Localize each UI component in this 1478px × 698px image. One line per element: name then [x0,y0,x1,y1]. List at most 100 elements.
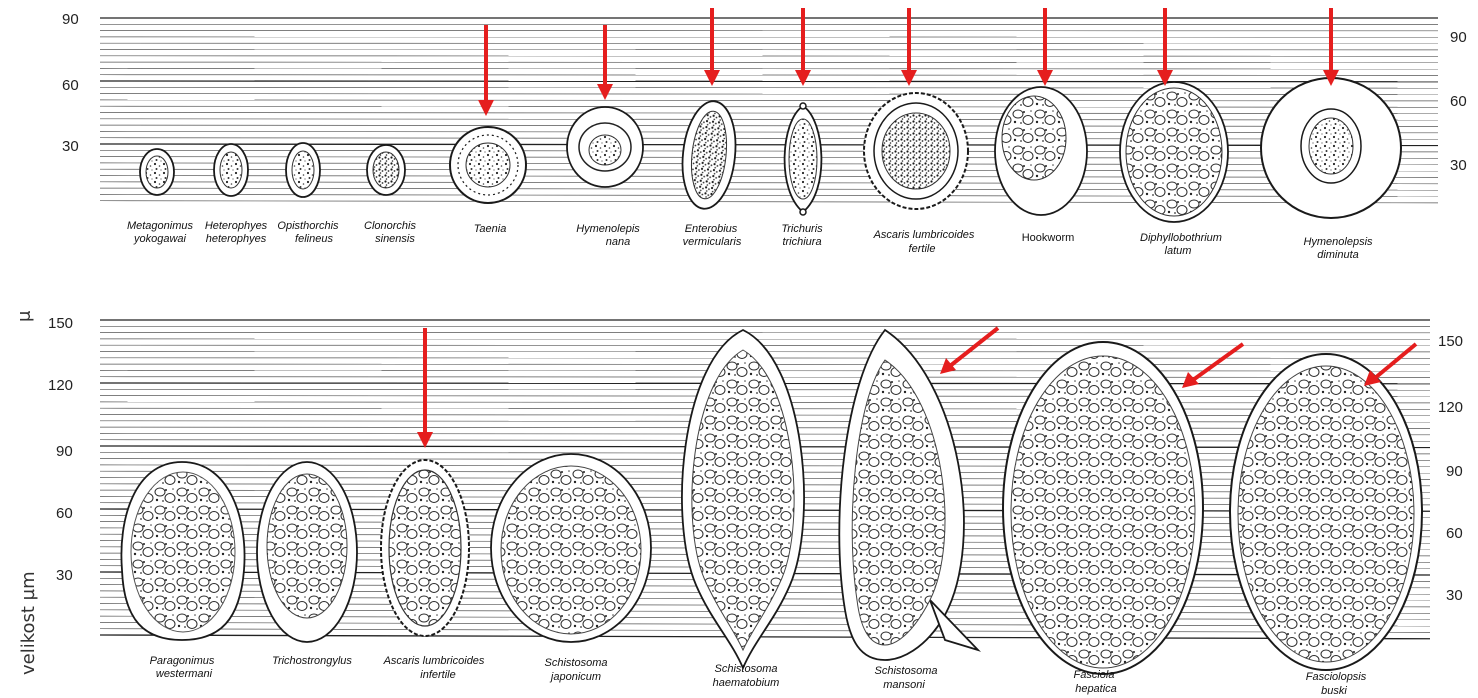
egg-diphyllobothrium [1120,82,1228,222]
scale-line [100,131,1438,132]
label-fasciola-2: hepatica [1075,683,1117,695]
size-axis-label: velikost µm [18,571,39,675]
label-diphyllobothrium-1: Diphyllobothrium [1140,232,1222,244]
egg-ascaris-fertile [864,93,968,209]
egg-clonorchis [367,145,405,195]
label-heterophyes-2: heterophyes [206,233,267,245]
egg-fasciolopsis-buski [1230,354,1422,670]
label-taenia-1: Taenia [474,223,507,235]
label-schistosoma-mansoni-2: mansoni [883,679,925,691]
egg-trichuris [785,103,822,215]
label-heterophyes-1: Heterophyes [205,220,268,232]
scale-line [100,113,1438,114]
scale-line [100,81,1438,82]
label-clonorchis-1: Clonorchis [364,220,416,232]
top-tick-left-30: 30 [62,138,79,155]
label-enterobius-2: vermicularis [683,236,742,248]
label-hymenolepis-diminuta-2: diminuta [1317,249,1359,261]
scale-line [100,100,1438,101]
bottom-tick-right-60: 60 [1446,525,1463,542]
arrow-hookworm-icon [1037,8,1053,86]
top-tick-right-60: 60 [1450,93,1467,110]
egg-trichostrongylus [257,462,357,642]
label-fasciolopsis-2: buski [1321,685,1347,697]
egg-opisthorchis [286,143,320,197]
label-opisthorchis-1: Opisthorchis [277,220,339,232]
arrow-ascaris-fertile-icon [901,8,917,86]
arrow-enterobius-icon [704,8,720,86]
label-ascaris-fertile-2: fertile [909,243,936,255]
scale-line [100,87,1438,88]
scale-line [100,125,1438,126]
egg-taenia [450,127,526,203]
label-metagonimus-2: yokogawai [133,233,187,245]
label-hymenolepis-nana-1: Hymenolepis [576,223,640,235]
arrow-diphyllobothrium-icon [1157,8,1173,86]
label-trichostrongylus-1: Trichostrongylus [272,655,352,667]
scale-line [100,106,1438,107]
bottom-tick-right-90: 90 [1446,463,1463,480]
egg-hymenolepis-nana [567,107,643,187]
label-hookworm-1: Hookworm [1022,232,1075,244]
label-ascaris-infertile-1: Ascaris lumbricoides [383,655,485,667]
egg-fasciola-hepatica [1003,342,1203,674]
scale-line [100,75,1438,76]
scale-line [100,68,1438,69]
label-schistosoma-haematobium-1: Schistosoma [715,663,778,675]
bottom-tick-left-30: 30 [56,567,73,584]
label-hymenolepis-diminuta-1: Hymenolepsis [1303,236,1373,248]
arrow-hymenolepis-diminuta-icon [1323,8,1339,86]
egg-enterobius [677,99,740,212]
bottom-tick-left-120: 120 [48,377,73,394]
scale-line [100,119,1438,120]
mu-symbol: μ [14,310,35,322]
bottom-tick-right-120: 120 [1438,399,1463,416]
top-tick-left-90: 90 [62,11,79,28]
label-fasciolopsis-1: Fasciolopsis [1306,671,1367,683]
label-opisthorchis-2: felineus [295,233,333,245]
label-paragonimus-1: Paragonimus [150,655,215,667]
egg-metagonimus [140,149,174,195]
scale-line [100,201,1438,203]
scale-line [100,94,1438,95]
arrow-ascaris-infertile-icon [417,328,433,448]
label-enterobius-1: Enterobius [685,223,738,235]
label-paragonimus-2: westermani [156,668,213,680]
bottom-tick-left-60: 60 [56,505,73,522]
label-ascaris-infertile-2: infertile [420,669,455,681]
label-schistosoma-japonicum-1: Schistosoma [545,657,608,669]
bottom-tick-left-150: 150 [48,315,73,332]
arrow-fasciolopsis-icon [1364,344,1416,386]
egg-schistosoma-haematobium [682,330,804,668]
arrow-trichuris-icon [795,8,811,86]
label-clonorchis-2: sinensis [375,233,415,245]
arrow-fasciola-icon [1182,344,1243,388]
top-tick-right-30: 30 [1450,157,1467,174]
label-schistosoma-japonicum-2: japonicum [549,671,601,683]
label-schistosoma-mansoni-1: Schistosoma [875,665,938,677]
top-tick-right-90: 90 [1450,29,1467,46]
label-ascaris-fertile-1: Ascaris lumbricoides [873,229,975,241]
egg-hookworm [995,87,1087,215]
arrow-schistosoma-mansoni-icon [940,328,998,374]
egg-hymenolepis-diminuta [1261,78,1401,218]
label-metagonimus-1: Metagonimus [127,220,194,232]
label-diphyllobothrium-2: latum [1165,245,1192,257]
label-trichuris-1: Trichuris [781,223,823,235]
top-tick-left-60: 60 [62,77,79,94]
bottom-tick-right-30: 30 [1446,587,1463,604]
egg-paragonimus [121,462,244,640]
label-schistosoma-haematobium-2: haematobium [713,677,780,689]
scale-line [100,62,1438,63]
label-trichuris-2: trichiura [782,236,821,248]
arrow-taenia-icon [478,25,494,116]
scale-line [100,138,1438,139]
bottom-tick-right-150: 150 [1438,333,1463,350]
egg-schistosoma-mansoni [839,330,978,660]
egg-ascaris-infertile [381,460,469,636]
label-fasciola-1: Fasciola [1074,669,1115,681]
egg-schistosoma-japonicum [491,454,651,642]
egg-heterophyes [214,144,248,196]
label-hymenolepis-nana-2: nana [606,236,630,248]
